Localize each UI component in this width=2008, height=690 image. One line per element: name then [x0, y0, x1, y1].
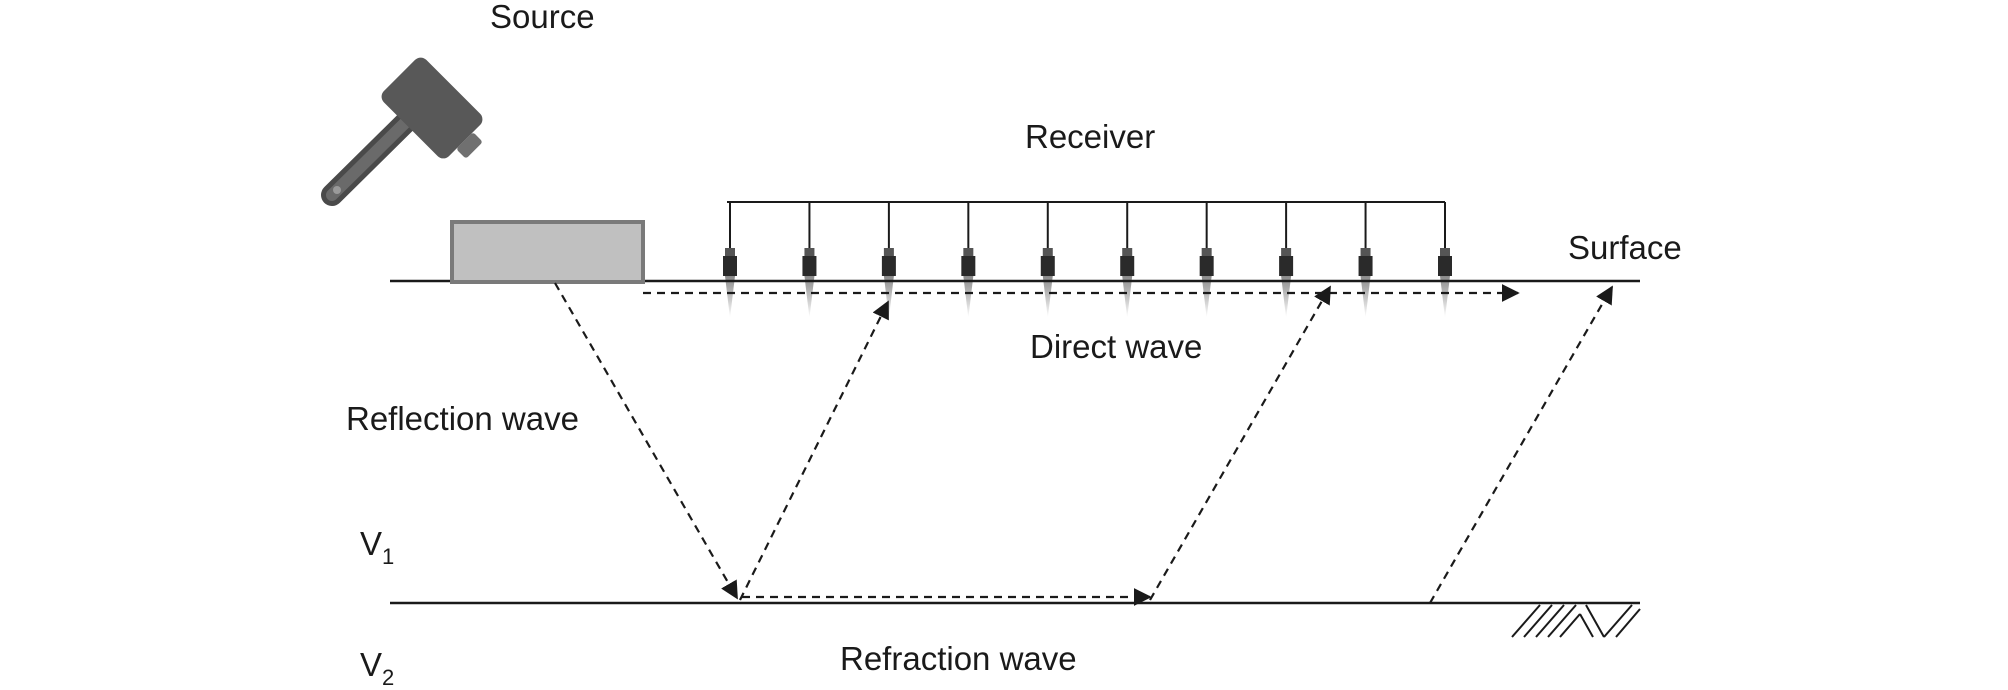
svg-text:V1: V1 [360, 525, 394, 569]
geophone-icon [1438, 202, 1452, 318]
geophone-icon [1358, 202, 1373, 318]
strike-plate [450, 220, 645, 284]
reflection-incident-ray [554, 282, 738, 600]
reflection-return-ray [739, 300, 889, 601]
receiver-array [723, 202, 1452, 318]
hammer-icon [321, 57, 483, 206]
reflection-wave-label: Reflection wave [346, 400, 579, 437]
refraction-far-ray [1429, 285, 1613, 604]
v1-label: V1 [360, 525, 394, 569]
ground-hatch-icon [1511, 604, 1641, 638]
svg-text:V2: V2 [360, 646, 394, 690]
refraction-wave-label: Refraction wave [840, 640, 1077, 677]
geophone-icon [723, 202, 737, 318]
receiver-label: Receiver [1025, 118, 1155, 155]
source-label: Source [490, 0, 595, 35]
geophone-icon [802, 202, 817, 318]
refraction-return-ray [1149, 285, 1331, 601]
v2-label: V2 [360, 646, 394, 690]
direct-wave-label: Direct wave [1030, 328, 1202, 365]
geophone-icon [881, 202, 896, 318]
surface-label: Surface [1568, 229, 1682, 266]
geophone-icon [1040, 202, 1055, 318]
geophone-icon [961, 202, 976, 318]
geophone-icon [1279, 202, 1294, 318]
geophone-icon [1120, 202, 1135, 318]
geophone-icon [1199, 202, 1214, 318]
